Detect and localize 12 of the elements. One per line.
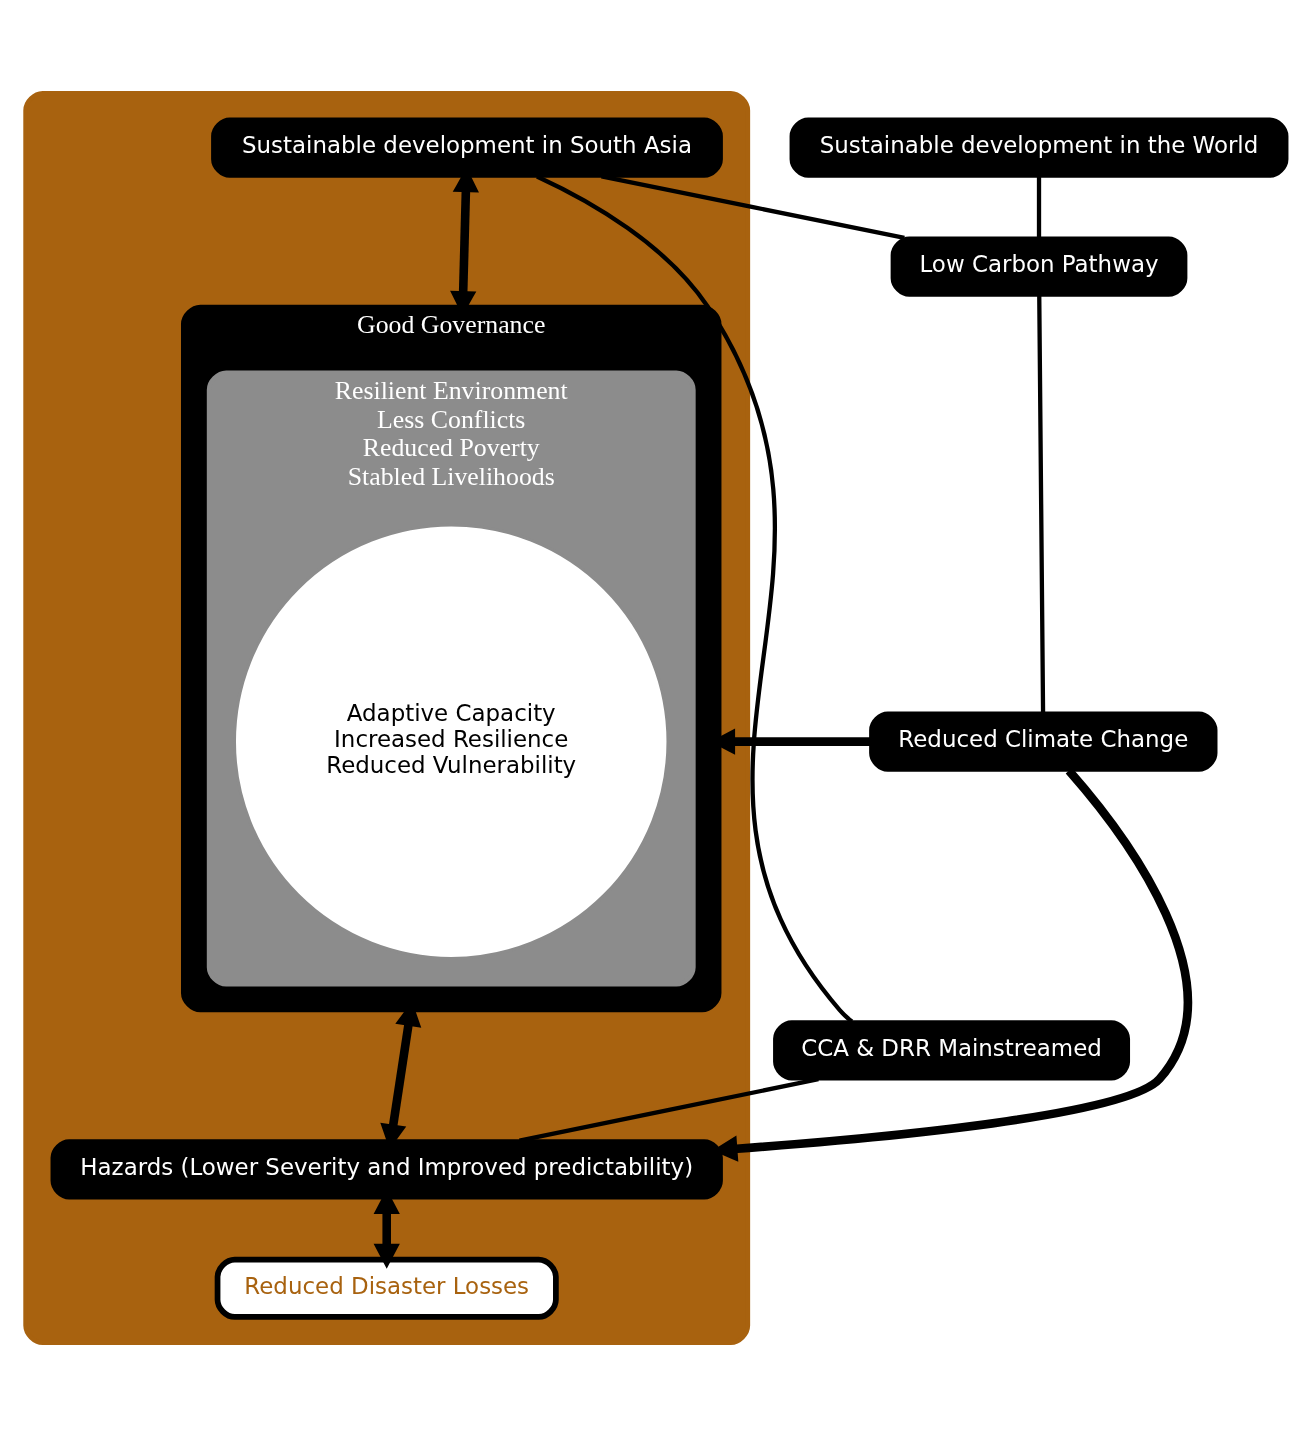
node-box: Sustainable development in South Asia <box>211 117 723 178</box>
connector <box>1036 176 1042 238</box>
node-box: Reduced Disaster Losses <box>214 1256 559 1320</box>
node-box: Reduced Climate Change <box>869 711 1218 772</box>
node-box: Hazards (Lower Severity and Improved predictability) <box>50 1138 723 1199</box>
node-box: Sustainable development in the World <box>789 117 1289 178</box>
node-circle: Adaptive Capacity Increased Resilience Reduced Vulnerability <box>233 523 670 960</box>
cluster <box>23 90 751 1345</box>
connector <box>1037 295 1046 713</box>
node-box: CCA & DRR Mainstreamed <box>773 1019 1131 1080</box>
connector <box>536 174 854 1023</box>
node-box: Low Carbon Pathway <box>890 236 1188 297</box>
